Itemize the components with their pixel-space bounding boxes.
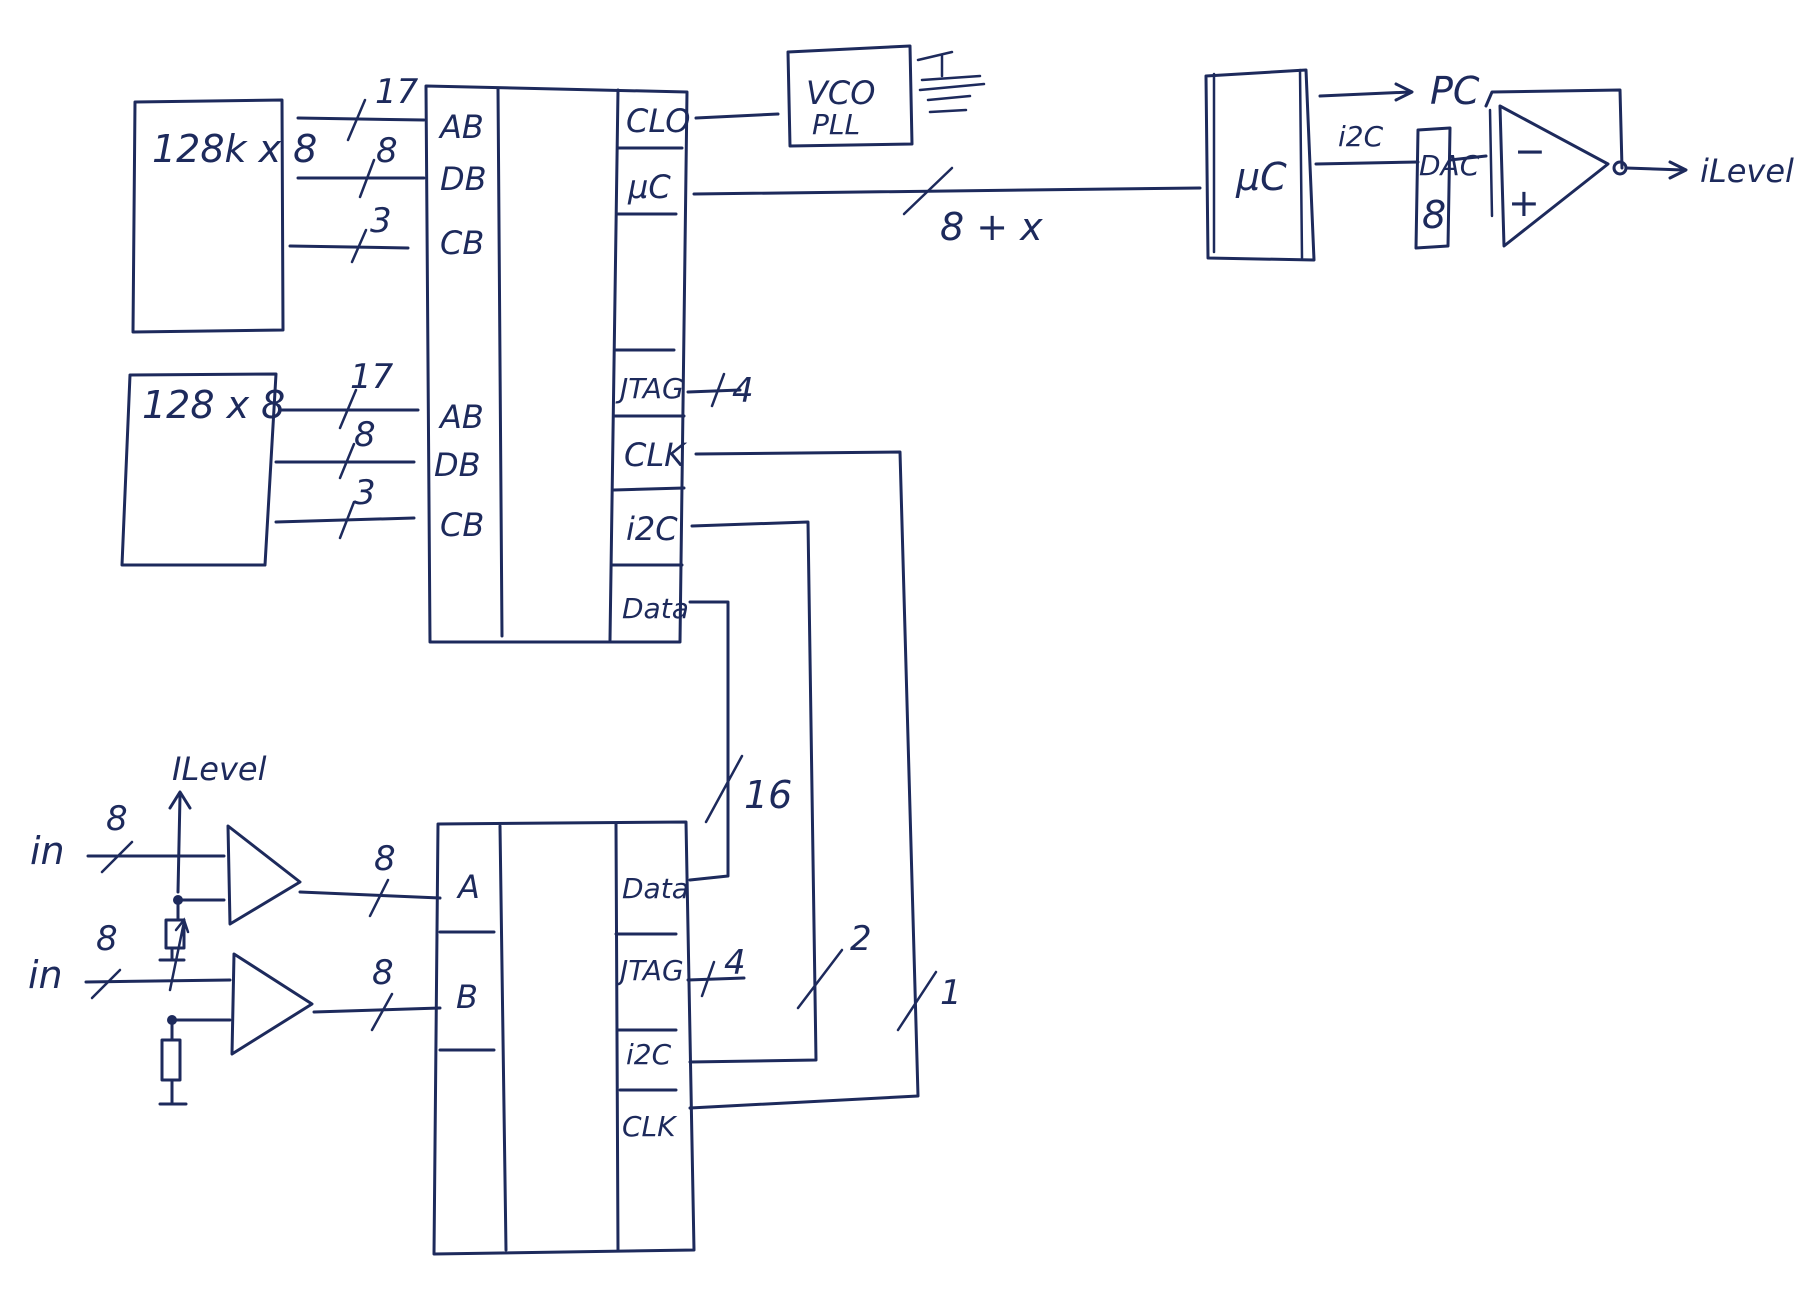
bus-width-label: 8: [376, 131, 398, 171]
pin-label: AB: [438, 108, 484, 146]
bus-width-label: 4: [724, 943, 746, 983]
bus-width-label: 2: [850, 919, 872, 959]
fpga-top-pin-data: Data: [622, 592, 689, 625]
pll-label: PLL: [812, 108, 860, 141]
opamp-minus: −: [1514, 129, 1546, 173]
fpga-top-pin-uc: µC: [627, 168, 671, 206]
memory-top-label: 128k x 8: [152, 127, 317, 171]
input-a-label: in: [30, 829, 65, 873]
input-a: in 8 8: [30, 799, 442, 926]
bus-width-label: 8: [96, 919, 118, 959]
pin-label: CB: [440, 224, 484, 262]
dac: DAC 8: [1414, 126, 1488, 250]
bus-width-label: 17: [350, 357, 394, 397]
memory-bottom-bus-cb: 3 CB: [274, 473, 484, 544]
uc-label: µC: [1235, 155, 1287, 199]
i2c-wire: 2: [688, 520, 872, 1064]
memory-top-bus-cb: 3 CB: [288, 201, 484, 264]
microcontroller: µC: [1204, 68, 1316, 262]
pin-label: DB: [440, 160, 487, 198]
potentiometer-b: [158, 1015, 188, 1106]
pin-label: DB: [434, 446, 481, 484]
level-reference-label: ILevel: [172, 750, 267, 788]
memory-bottom-bus-db: 8 DB: [274, 415, 481, 484]
memory-bottom-bus-ab: 17 AB: [278, 357, 484, 436]
bus-width-label: 8: [372, 953, 394, 993]
memory-top: 128k x 8: [131, 98, 317, 334]
memory-top-bus-ab: 17 AB: [296, 72, 484, 146]
fpga-top: CLO µC JTAG CLK i2C Data: [424, 84, 690, 644]
level-reference: ILevel: [168, 750, 267, 894]
uc-pc-output: PC: [1318, 69, 1480, 113]
pc-label: PC: [1430, 69, 1480, 113]
vco-label: VCO: [806, 74, 875, 112]
i2c-label: i2C: [1338, 120, 1384, 153]
fpga-bottom: A B Data JTAG i2C CLK: [432, 820, 696, 1256]
input-b-label: in: [28, 953, 63, 997]
pin-label: CB: [440, 506, 484, 544]
bus-width-label: 8: [106, 799, 128, 839]
opamp: − + iLevel: [1484, 88, 1794, 248]
bus-width-label: 8: [354, 415, 376, 455]
potentiometer-a: [158, 895, 190, 992]
dac-label: DAC: [1419, 149, 1480, 182]
fpga-top-pin-jtag: JTAG: [615, 372, 684, 405]
pin-label: AB: [438, 398, 484, 436]
fpga-bottom-pin-b: B: [456, 978, 478, 1016]
memory-bottom-label: 128 x 8: [142, 383, 285, 427]
vco-pll: VCO PLL: [694, 44, 986, 148]
clk-wire: 1: [688, 450, 962, 1110]
fpga-bottom-pin-i2c: i2C: [626, 1038, 672, 1071]
memory-bottom: 128 x 8: [120, 372, 285, 567]
fpga-top-pin-clk: CLK: [624, 436, 688, 474]
fpga-bottom-jtag-bus: 4: [686, 943, 746, 998]
fpga-bottom-pin-data: Data: [622, 872, 689, 905]
fpga-top-pin-i2c: i2C: [626, 510, 678, 548]
bus-width-label: 8: [374, 839, 396, 879]
fpga-top-jtag-bus: 4: [686, 371, 754, 411]
data-bus: 16: [688, 600, 792, 882]
input-b: in 8 8: [28, 919, 442, 1056]
bus-width-label: 16: [744, 773, 792, 817]
fpga-bottom-pin-a: A: [456, 868, 480, 906]
opamp-output-label: iLevel: [1700, 152, 1794, 190]
bus-width-label: 3: [354, 473, 376, 513]
opamp-plus: +: [1508, 181, 1540, 225]
bus-width-label: 3: [370, 201, 392, 241]
fpga-bottom-pin-clk: CLK: [622, 1110, 678, 1143]
uc-i2c-output: i2C: [1314, 120, 1420, 166]
bus-to-uc: 8 + x: [692, 166, 1202, 249]
fpga-bottom-pin-jtag: JTAG: [615, 954, 684, 987]
dac-bits: 8: [1422, 193, 1446, 237]
bus-width-label: 4: [732, 371, 754, 411]
bus-width-label: 8 + x: [940, 205, 1043, 249]
bus-width-label: 17: [375, 72, 419, 112]
fpga-top-pin-clo: CLO: [626, 102, 690, 140]
memory-top-bus-db: 8 DB: [296, 131, 487, 199]
bus-width-label: 1: [940, 973, 962, 1013]
